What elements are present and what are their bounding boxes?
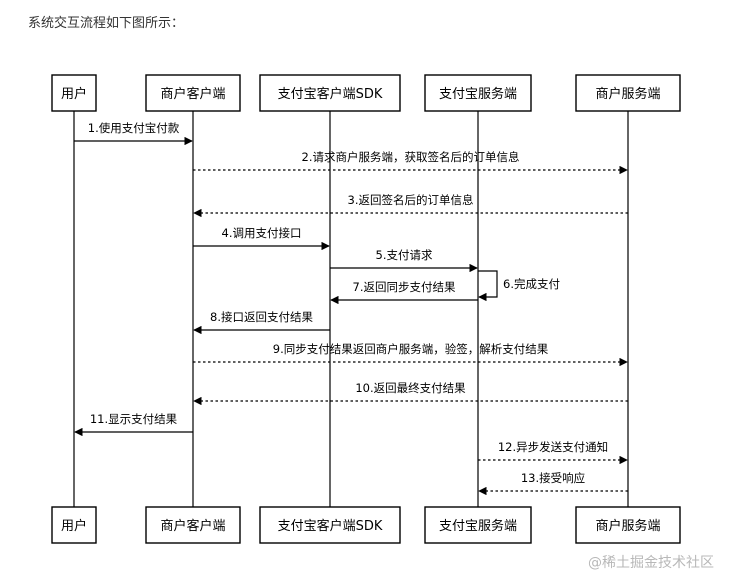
- lifelines: [73, 111, 629, 507]
- participant-boxes: 用户用户商户客户端商户客户端支付宝客户端SDK支付宝客户端SDK支付宝服务端支付…: [51, 74, 681, 544]
- message-2: 2.请求商户服务端，获取签名后的订单信息: [193, 150, 628, 175]
- participant-box: [259, 74, 401, 112]
- message-label: 7.返回同步支付结果: [353, 280, 456, 294]
- message-label: 12.异步发送支付通知: [498, 440, 608, 454]
- participant-user-top: 用户: [51, 74, 97, 112]
- message-label: 3.返回签名后的订单信息: [348, 193, 474, 207]
- message-label: 6.完成支付: [503, 277, 560, 291]
- participant-label: 支付宝客户端SDK: [278, 518, 383, 534]
- participant-label: 支付宝服务端: [439, 518, 517, 534]
- message-8: 8.接口返回支付结果: [193, 310, 330, 335]
- diagram-caption: 系统交互流程如下图所示：: [28, 16, 185, 31]
- message-11: 11.显示支付结果: [74, 412, 193, 437]
- messages: 1.使用支付宝付款 2.请求商户服务端，获取签名后的订单信息 3.返回签名后的订单信…: [74, 121, 628, 496]
- participant-alipay_sdk-top: 支付宝客户端SDK: [259, 74, 401, 112]
- message-5: 5.支付请求: [330, 248, 478, 273]
- message-6: 6.完成支付: [478, 270, 560, 302]
- message-13: 13.接受响应: [478, 471, 628, 496]
- self-arrow: [478, 270, 498, 302]
- participant-alipay_sdk-bottom: 支付宝客户端SDK: [259, 506, 401, 544]
- participant-alipay_server-top: 支付宝服务端: [424, 74, 532, 112]
- message-12: 12.异步发送支付通知: [478, 440, 628, 465]
- participant-box: [51, 506, 97, 544]
- participant-label: 支付宝服务端: [439, 86, 517, 102]
- message-4: 4.调用支付接口: [193, 226, 330, 251]
- participant-merchant_server-top: 商户服务端: [575, 74, 681, 112]
- message-7: 7.返回同步支付结果: [330, 280, 478, 305]
- message-label: 4.调用支付接口: [222, 226, 302, 240]
- participant-box: [424, 74, 532, 112]
- message-label: 9.同步支付结果返回商户服务端，验签，解析支付结果: [273, 342, 549, 356]
- participant-merchant_server-bottom: 商户服务端: [575, 506, 681, 544]
- message-10: 10.返回最终支付结果: [193, 381, 628, 406]
- participant-box: [145, 74, 241, 112]
- message-label: 2.请求商户服务端，获取签名后的订单信息: [302, 150, 520, 164]
- message-label: 11.显示支付结果: [90, 412, 178, 426]
- participant-box: [424, 506, 532, 544]
- participant-label: 商户服务端: [595, 518, 660, 534]
- message-label: 10.返回最终支付结果: [355, 381, 466, 395]
- participant-box: [575, 506, 681, 544]
- message-label: 13.接受响应: [521, 471, 585, 485]
- participant-alipay_server-bottom: 支付宝服务端: [424, 506, 532, 544]
- participant-user-bottom: 用户: [51, 506, 97, 544]
- message-label: 1.使用支付宝付款: [88, 121, 180, 135]
- participant-merchant_client-top: 商户客户端: [145, 74, 241, 112]
- message-label: 5.支付请求: [376, 248, 433, 262]
- message-label: 8.接口返回支付结果: [210, 310, 313, 324]
- participant-merchant_client-bottom: 商户客户端: [145, 506, 241, 544]
- participant-label: 支付宝客户端SDK: [278, 86, 383, 102]
- message-9: 9.同步支付结果返回商户服务端，验签，解析支付结果: [193, 342, 628, 367]
- participant-label: 用户: [61, 86, 87, 102]
- participant-label: 用户: [61, 518, 87, 534]
- participant-box: [259, 506, 401, 544]
- message-3: 3.返回签名后的订单信息: [193, 193, 628, 218]
- participant-label: 商户客户端: [160, 518, 225, 534]
- message-1: 1.使用支付宝付款: [74, 121, 193, 146]
- participant-box: [575, 74, 681, 112]
- participant-label: 商户客户端: [160, 86, 225, 102]
- watermark: @稀土掘金技术社区: [588, 555, 714, 571]
- participant-label: 商户服务端: [595, 86, 660, 102]
- participant-box: [51, 74, 97, 112]
- participant-box: [145, 506, 241, 544]
